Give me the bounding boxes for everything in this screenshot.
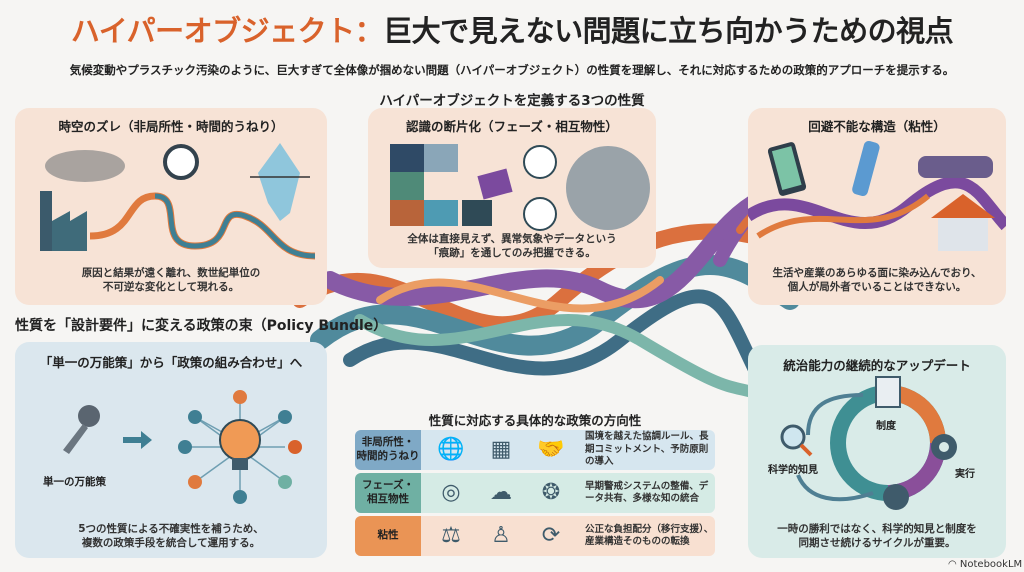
person-balance-icon: ♙ (491, 523, 511, 548)
governance-cycle-diagram (780, 376, 957, 510)
industry-cycle-icon: ⟳ (541, 523, 561, 548)
property-desc-line: 全体は直接見えず、異常気象やデータという (407, 233, 617, 245)
notebooklm-brand: ◠ NotebookLM (948, 559, 1023, 570)
governance-desc-line: 一時の勝利ではなく、科学的知見と制度を (777, 523, 977, 535)
sticky-objects-illustration (748, 140, 1006, 251)
row-label: 粘性 (355, 516, 421, 556)
property-desc-line: 不可逆な変化として現れる。 (102, 281, 240, 294)
node-science: 科学的知見 (768, 465, 818, 476)
clock-icon (163, 144, 199, 180)
iceberg-icon (250, 143, 310, 221)
policy-bundle-heading: 性質を「設計要件」に変える政策の束（Policy Bundle） (15, 318, 388, 334)
governance-update-card: 統治能力の継続的なアップデート 制度 実行 科学的知見 一時の勝利ではなく、科学… (748, 345, 1006, 558)
row-text: 国境を越えた協調ルール、長期コミットメント、予防原則の導入 (585, 431, 709, 468)
globe-handshake-icon: 🌐 (437, 437, 465, 462)
brain-icon: ❂ (541, 480, 561, 505)
property-desc-line: 個人が局外者でいることはできない。 (787, 281, 967, 294)
handshake-icon: 🤝 (537, 437, 565, 462)
property-desc-line: 「痕跡」を通してのみ把握できる。 (428, 247, 596, 260)
policy-direction-row: 粘性 ⚖ ♙ ⟳ 公正な負担配分（移行支援）、産業構造そのものの転換 (355, 516, 715, 556)
property-card-spacetime: 時空のズレ（非局所性・時間的うねり） 原因と結果が遠く離れ、数世紀単位の不可逆な… (15, 108, 327, 305)
node-execution: 実行 (955, 469, 975, 480)
policy-direction-row: フェーズ・相互物性 ◎ ☁ ❂ 早期警戒システムの整備、データ共有、多様な知の統合 (355, 473, 715, 513)
property-card-fragmentation: 認識の断片化（フェーズ・相互物性） 全体は直接見えず、異常気象やデータという「痕… (368, 108, 656, 268)
page-title: ハイパーオブジェクト：巨大で見えない問題に立ち向かうための視点 (70, 14, 954, 48)
governance-desc-line: 同期させ続けるサイクルが重要。 (798, 537, 956, 550)
policy-bundle-card: 「単一の万能策」から「政策の組み合わせ」へ 単一の万能策 5つの性質による不確実… (15, 342, 327, 558)
page-subtitle: 気候変動やプラスチック汚染のように、巨大すぎて全体像が掴めない問題（ハイパーオブ… (69, 63, 955, 77)
policy-directions-section: 性質に対応する具体的な政策の方向性 非局所性・時間的うねり🌐▦🤝国境を越えた協調… (355, 408, 715, 560)
row-text: 早期警戒システムの整備、データ共有、多様な知の統合 (585, 480, 709, 504)
notebooklm-logo-icon: ◠ (948, 559, 960, 570)
property-desc-line: 生活や産業のあらゆる面に染み込んでおり、 (772, 267, 982, 279)
broken-key-icon (63, 405, 100, 454)
row-label: フェーズ・相互物性 (355, 473, 421, 513)
arrow-right-icon (123, 431, 152, 449)
property-desc-line: 原因と結果が遠く離れ、数世紀単位の (81, 267, 261, 279)
policy-bundle-desc-line: 5つの性質による不確実性を補うため、 (78, 523, 264, 535)
policy-bundle-desc-line: 複数の政策手段を統合して運用する。 (81, 537, 261, 550)
factory-road-illustration (40, 150, 316, 260)
policy-direction-row: 非局所性・時間的うねり 🌐 ▦ 🤝 国境を越えた協調ルール、長期コミットメント、予防原則… (355, 430, 715, 470)
row-label: 非局所性・時間的うねり (355, 430, 421, 470)
radar-icon: ◎ (441, 480, 461, 505)
row-text: 公正な負担配分（移行支援）、産業構造そのものの転換 (585, 523, 714, 547)
cloud-database-icon: ☁ (490, 480, 512, 505)
lightbulb-network-icon (178, 390, 302, 504)
scales-icon: ⚖ (441, 523, 461, 548)
node-institution: 制度 (876, 421, 896, 432)
key-label: 単一の万能策 (43, 476, 106, 488)
property-card-viscosity: 回避不能な構造（粘性） 生活や産業のあらゆる面に染み込んでおり、個人が局外者でい… (748, 108, 1006, 305)
properties-heading: ハイパーオブジェクトを定義する3つの性質 (379, 93, 645, 109)
calendar-icon: ▦ (490, 437, 512, 462)
puzzle-globe-illustration (390, 144, 650, 231)
